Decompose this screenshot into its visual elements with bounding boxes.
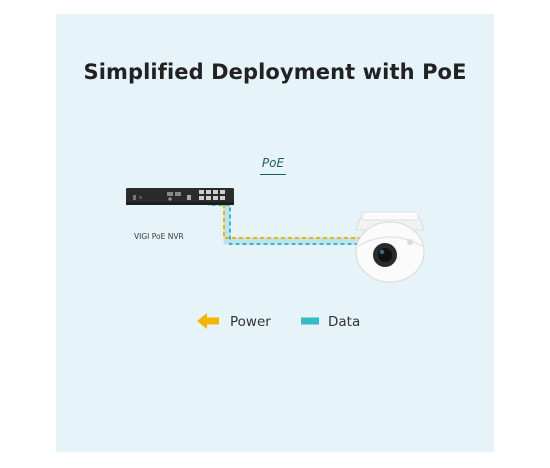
poe-label: PoE (261, 156, 285, 170)
poe-underline (260, 174, 286, 175)
data-bar-icon (301, 317, 319, 325)
power-arrow-icon (197, 313, 219, 329)
deployment-diagram (126, 188, 425, 329)
diagram-title: Simplified Deployment with PoE (83, 60, 467, 84)
legend-power-label: Power (230, 314, 271, 330)
legend-data-label: Data (328, 314, 361, 330)
nvr-device (126, 188, 234, 205)
turret-camera (355, 211, 425, 283)
diagram-panel: Simplified Deployment with PoE (56, 14, 494, 452)
nvr-label: VIGI PoE NVR (134, 232, 184, 241)
